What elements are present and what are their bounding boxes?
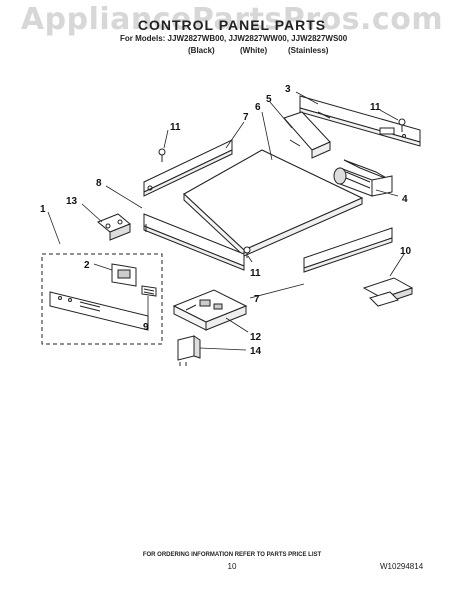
callout-labels: 1 2 3 4 5 6 7 7 8 9 10 11 11 11 12 13 14 — [40, 84, 412, 357]
models-line: For Models: JJW2827WB00, JJW2827WW00, JJ… — [120, 34, 348, 43]
part-9-connector — [141, 285, 157, 297]
leader-lines — [47, 91, 405, 351]
part-3-rear-bracket — [299, 95, 421, 147]
callout-8: 8 — [96, 178, 102, 189]
callout-11-center: 11 — [250, 268, 261, 279]
variant-stainless: (Stainless) — [288, 46, 329, 55]
part-7-side-rail-lower — [303, 227, 393, 273]
callout-5: 5 — [266, 94, 272, 105]
callout-7-lower: 7 — [254, 294, 260, 305]
part-10-bracket — [362, 277, 414, 307]
callout-9: 9 — [143, 322, 149, 333]
page-number: 10 — [227, 562, 237, 571]
callout-12: 12 — [250, 332, 262, 343]
callout-11-left: 11 — [170, 122, 181, 133]
part-14-relay — [177, 335, 201, 366]
callout-3: 3 — [285, 84, 291, 95]
callout-11-right: 11 — [370, 102, 381, 113]
variant-white: (White) — [240, 46, 268, 55]
callout-13: 13 — [66, 196, 78, 207]
page-title: CONTROL PANEL PARTS — [137, 17, 327, 33]
part-13-clip — [97, 213, 131, 241]
callout-4: 4 — [402, 194, 408, 205]
callout-7-upper: 7 — [243, 112, 249, 123]
part-1-control-panel — [41, 253, 163, 345]
part-2-control-board — [111, 263, 137, 287]
callout-2: 2 — [84, 260, 90, 271]
callout-6: 6 — [255, 102, 261, 113]
part-11-screws — [158, 118, 406, 258]
ordering-note: FOR ORDERING INFORMATION REFER TO PARTS … — [142, 552, 322, 558]
callout-14: 14 — [250, 346, 262, 357]
part-6-top-panel — [183, 149, 364, 258]
part-7-side-rail-upper — [143, 139, 233, 197]
callout-1: 1 — [40, 204, 46, 215]
part-5-bracket — [283, 111, 331, 159]
part-8-front-trim — [143, 213, 245, 271]
callout-10: 10 — [400, 246, 412, 257]
variant-black: (Black) — [188, 46, 215, 55]
part-4-cooling-fan — [333, 159, 393, 197]
document-number: W10294814 — [380, 562, 424, 571]
watermark: AppliancePartsPros.com — [20, 2, 444, 37]
